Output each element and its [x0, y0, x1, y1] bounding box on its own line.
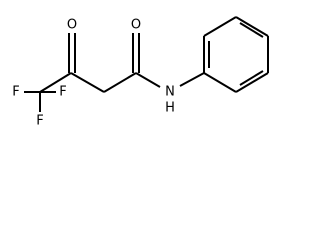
bond-c3-c4: [103, 72, 137, 93]
ring-bond-3: [235, 16, 269, 37]
atom-f-top-left: F: [12, 85, 19, 100]
atom-h-amide: H: [165, 101, 175, 116]
chemical-structure: F F F O O N H: [12, 16, 269, 129]
bond-c1-c2: [39, 72, 72, 93]
atom-n-amide: N: [165, 85, 175, 100]
ring-bond-6: [203, 72, 237, 93]
atom-f-bottom: F: [36, 114, 43, 129]
bonds: [24, 16, 269, 112]
bond-c2-c3: [70, 72, 105, 93]
bond-c4-n: [135, 72, 161, 88]
atom-o-ketone: O: [67, 18, 77, 33]
bond-n-phenyl: [179, 72, 205, 87]
ring-inner-bond-bottom-right: [239, 70, 264, 86]
ring-bond-2: [203, 16, 237, 37]
ring-bond-5: [235, 72, 269, 93]
ring-inner-bond-top-right: [239, 22, 264, 38]
atom-f-top-right: F: [59, 85, 66, 100]
atom-labels: F F F O O N H: [12, 18, 175, 129]
atom-o-amide: O: [131, 18, 141, 33]
